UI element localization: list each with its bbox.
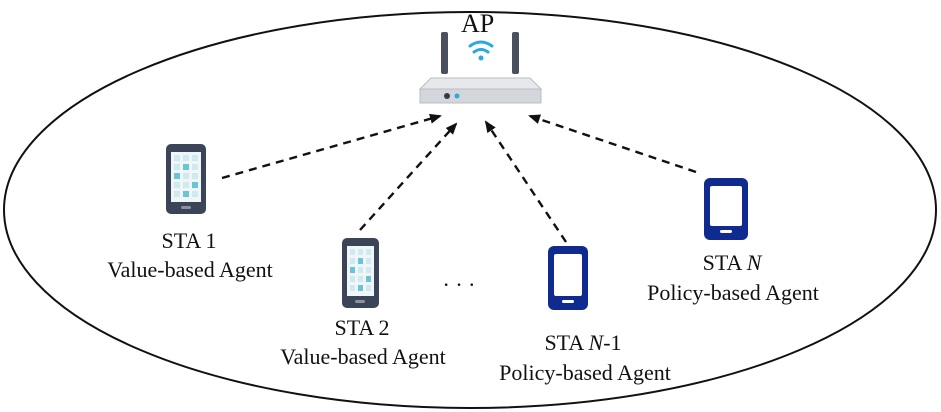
ap-label: AP (461, 9, 494, 38)
antenna-left-icon (441, 32, 448, 74)
coverage-ellipse (3, 11, 937, 409)
sta2-name: STA 2 (334, 315, 389, 340)
sta1-agent: Value-based Agent (107, 257, 273, 282)
wifi-icon (468, 40, 494, 61)
stan1-name: STA N-1 (544, 330, 621, 355)
sta1-name: STA 1 (161, 228, 216, 253)
stan-name: STA N (703, 250, 763, 275)
arrow-stan1-to-ap (484, 120, 567, 243)
ellipsis: · · · (443, 272, 476, 297)
sta2-phone-icon (342, 238, 379, 308)
arrow-stan-to-ap (528, 114, 697, 174)
access-point: AP (418, 9, 543, 104)
router-icon (418, 77, 543, 104)
stan-agent: Policy-based Agent (647, 280, 819, 305)
stan1-agent: Policy-based Agent (499, 360, 671, 385)
sta2-agent: Value-based Agent (280, 344, 446, 369)
arrow-sta1-to-ap (221, 113, 442, 180)
antenna-right-icon (512, 32, 519, 74)
sta1-phone-icon (166, 144, 206, 214)
stan1-smartphone-icon (548, 246, 588, 310)
stan-smartphone-icon (704, 178, 748, 240)
arrow-sta2-to-ap (359, 122, 458, 231)
